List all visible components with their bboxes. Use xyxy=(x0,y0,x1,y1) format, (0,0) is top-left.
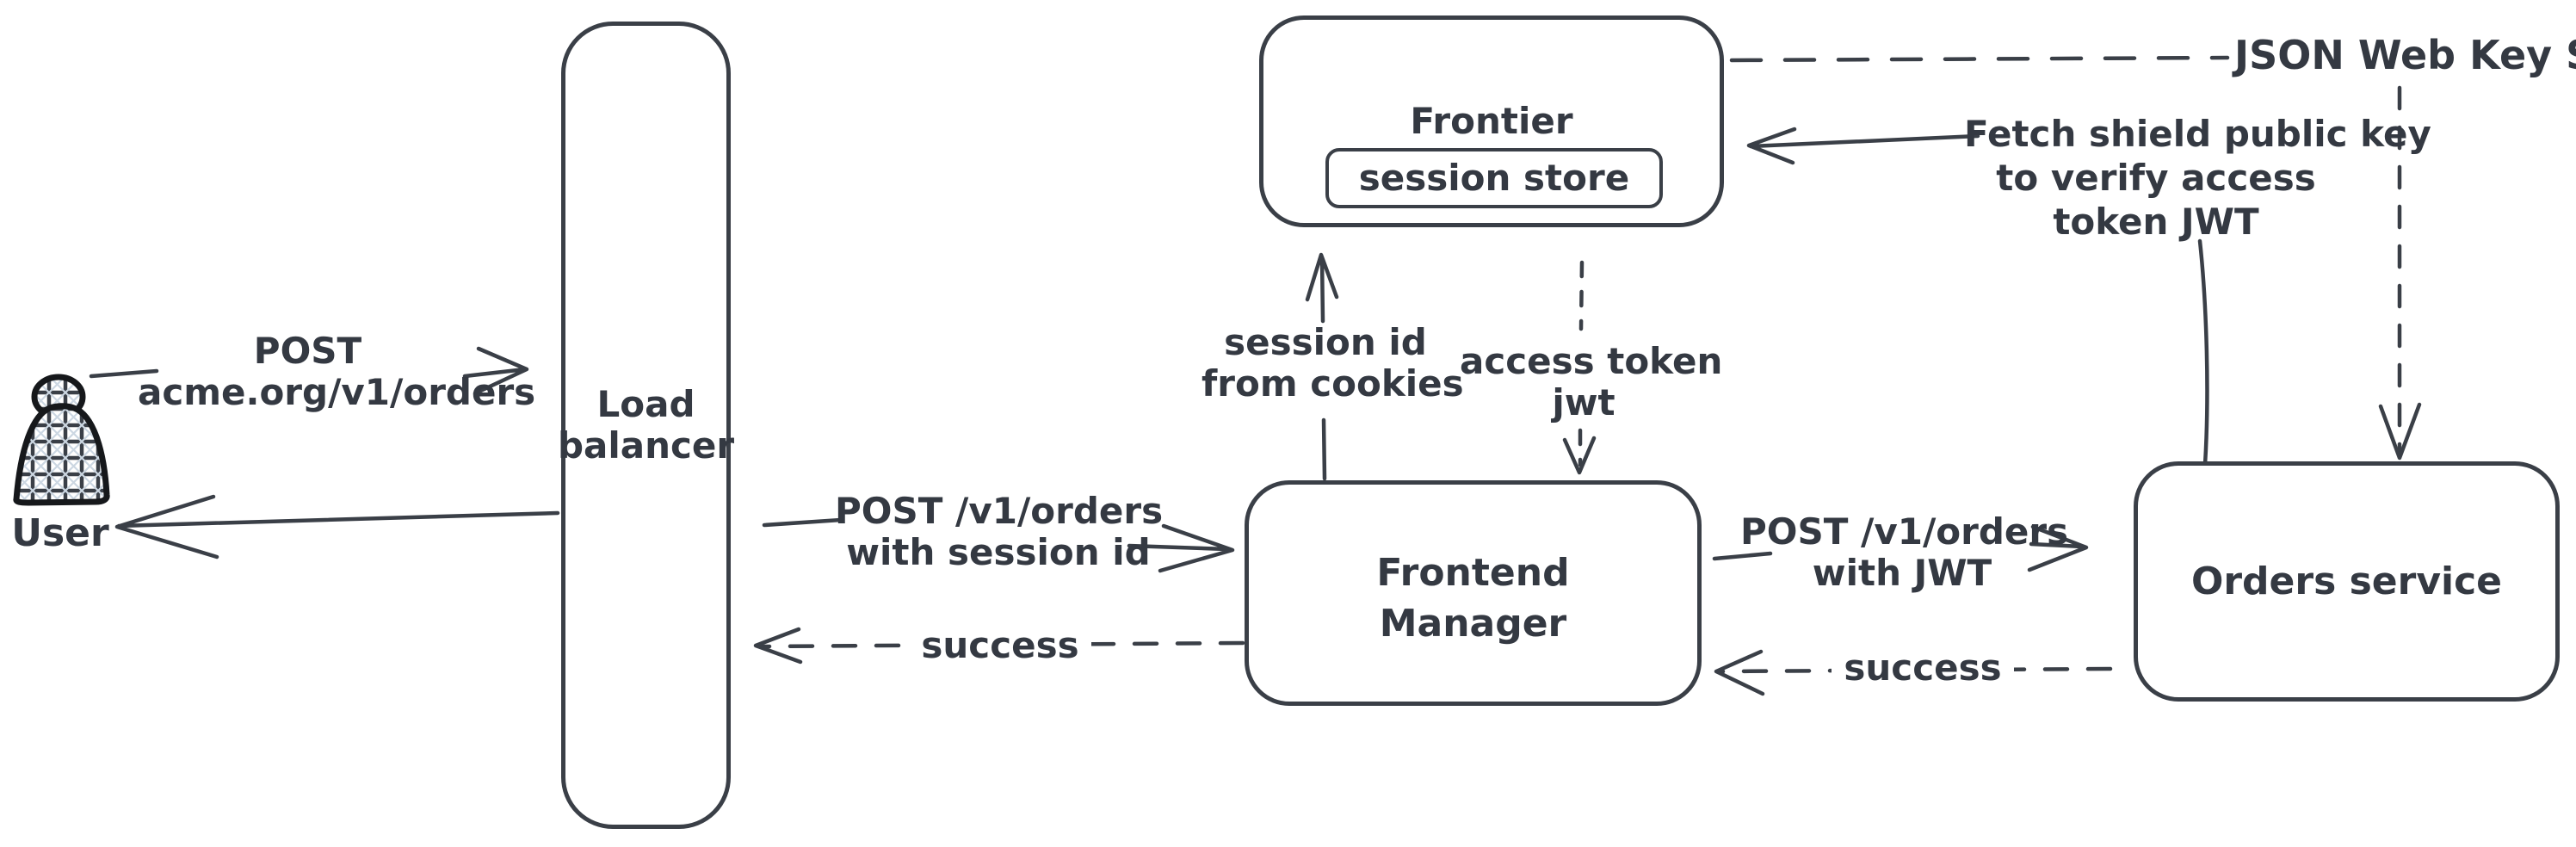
load-balancer-label: Load balancer xyxy=(558,384,734,467)
arrow-orders-to-fm-head xyxy=(1714,649,1765,696)
label-line: POST /v1/orders xyxy=(835,490,1164,532)
label-line: POST /v1/orders xyxy=(1740,510,2069,553)
jwks-label: JSON Web Key Set xyxy=(2234,32,2576,78)
edge-label-fm-to-orders: POST /v1/orders with JWT xyxy=(1740,510,2069,594)
label-line: with session id xyxy=(846,531,1151,573)
arrow-frontier-to-fm-head xyxy=(1562,436,1597,475)
label-line: from cookies xyxy=(1202,362,1464,405)
arrow-lb-to-fm-tail xyxy=(762,517,843,528)
user-body xyxy=(13,403,110,506)
arrow-lb-to-user xyxy=(114,494,560,560)
edge-label-user-to-lb: POST acme.org/v1/orders xyxy=(138,330,536,413)
user-label: User xyxy=(11,511,109,555)
label-line: POST xyxy=(253,330,362,372)
node-load-balancer: Load balancer xyxy=(558,22,734,829)
arrow-fm-to-lb-dashes xyxy=(760,640,1245,649)
arrow-fm-to-lb-head xyxy=(753,627,803,665)
label-line: Fetch shield public key xyxy=(1964,113,2431,155)
node-session-store: session store xyxy=(1325,148,1663,208)
edge-label-lb-to-fm: POST /v1/orders with session id xyxy=(835,490,1164,573)
frontier-label: Frontier xyxy=(1410,100,1573,142)
arrow-orders-to-frontier-head xyxy=(1746,127,1980,165)
label-line: token JWT xyxy=(2053,201,2259,243)
label-line: Load xyxy=(596,383,695,425)
arrow-frontier-to-fm-dashes xyxy=(1578,260,1585,467)
frontend-manager-label: Frontend Manager xyxy=(1376,547,1569,649)
label-line: to verify access xyxy=(1996,157,2316,199)
line-frontier-to-jwks-dashes xyxy=(1729,55,2230,63)
arrow-jwks-to-orders-head xyxy=(2378,402,2422,461)
arrow-fm-to-orders-tail xyxy=(1712,551,1773,561)
arrow-fm-to-orders-head xyxy=(2027,524,2089,572)
user-actor-icon xyxy=(13,374,110,506)
label-line: balancer xyxy=(557,424,735,467)
label-line: session id xyxy=(1224,321,1427,363)
label-line: access token xyxy=(1460,340,1723,382)
edge-label-orders-to-frontier: Fetch shield public key to verify access… xyxy=(1964,112,2431,244)
node-frontier: Frontier session store xyxy=(1259,15,1724,227)
arrow-orders-to-frontier-curve xyxy=(2197,238,2209,467)
edge-label-orders-to-fm-success: success xyxy=(1832,647,2014,689)
edge-label-fm-to-lb-success: success xyxy=(909,625,1091,666)
session-store-label: session store xyxy=(1358,157,1630,199)
label-line: acme.org/v1/orders xyxy=(138,371,536,413)
arrow-user-to-lb-tail xyxy=(89,368,159,379)
edge-label-fm-to-frontier: session id from cookies xyxy=(1202,321,1464,405)
node-orders-service: Orders service xyxy=(2134,461,2560,702)
orders-service-label: Orders service xyxy=(2190,559,2503,603)
label-line: jwt xyxy=(1552,381,1615,424)
label-line: Frontend xyxy=(1376,551,1570,595)
arrow-fm-to-frontier xyxy=(1305,252,1339,481)
node-frontend-manager: Frontend Manager xyxy=(1245,480,1702,706)
edge-label-frontier-to-fm: access token jwt xyxy=(1460,340,1723,424)
arrow-user-to-lb-head xyxy=(462,346,529,396)
label-line: with JWT xyxy=(1812,552,1992,594)
label-line: Manager xyxy=(1379,602,1567,646)
arrow-lb-to-fm-head xyxy=(1127,523,1235,573)
